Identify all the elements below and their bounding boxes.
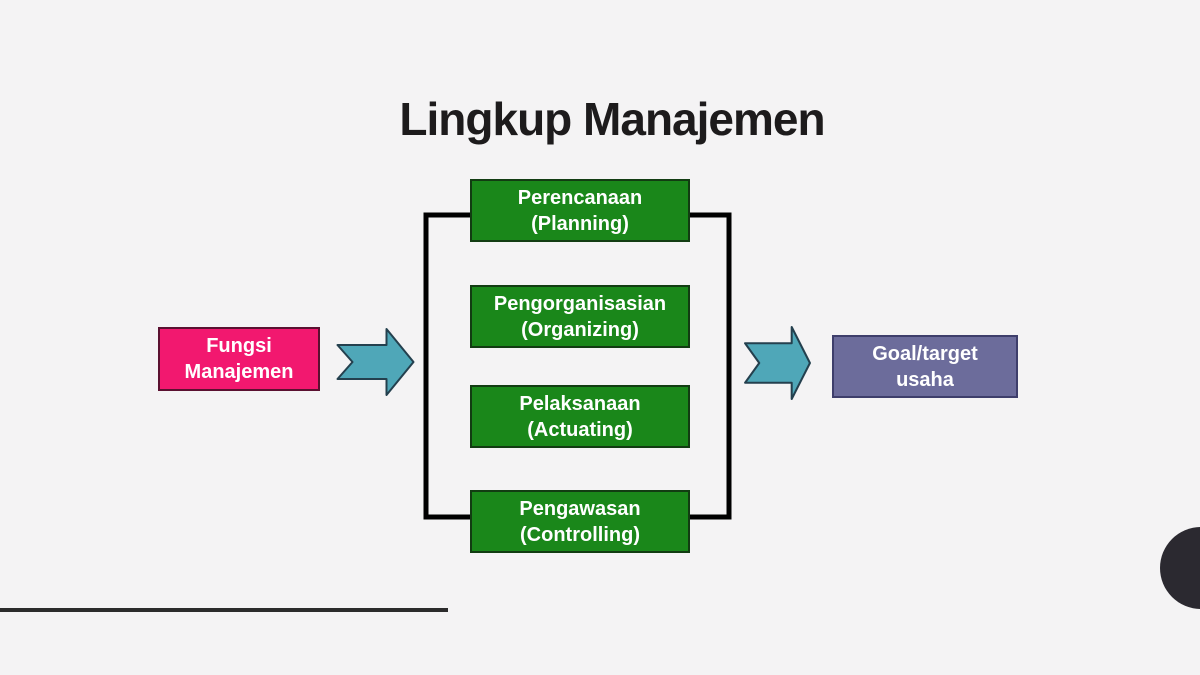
stage-name: Pengawasan [519,497,641,520]
target-box-goal-usaha: Goal/target usaha [832,335,1018,398]
stage-translation: (Planning) [531,212,629,235]
source-box-label-line2: Manajemen [184,361,294,383]
slide-title: Lingkup Manajemen [399,93,825,145]
stage-box-pengawasan: Pengawasan (Controlling) [470,490,690,553]
stage-translation: (Organizing) [521,318,639,341]
stage-box-pelaksanaan: Pelaksanaan (Actuating) [470,385,690,448]
target-box-label-line1: Goal/target [872,342,978,365]
bottom-left-divider-line [0,608,448,612]
source-box-label-line1: Fungsi [206,335,272,357]
stage-name: Pelaksanaan [519,392,641,415]
source-box-fungsi-manajemen: Fungsi Manajemen [158,327,320,391]
target-box-label-line2: usaha [896,368,954,391]
flow-arrow-right-icon [744,326,811,400]
stage-name: Pengorganisasian [493,292,667,315]
stage-name: Perencanaan [517,186,643,209]
stage-box-pengorganisasian: Pengorganisasian (Organizing) [470,285,690,348]
stage-translation: (Controlling) [520,523,640,546]
flow-arrow-left-icon [336,328,415,396]
stage-box-perencanaan: Perencanaan (Planning) [470,179,690,242]
stage-translation: (Actuating) [527,418,633,441]
edge-circle-decoration [1160,527,1200,609]
